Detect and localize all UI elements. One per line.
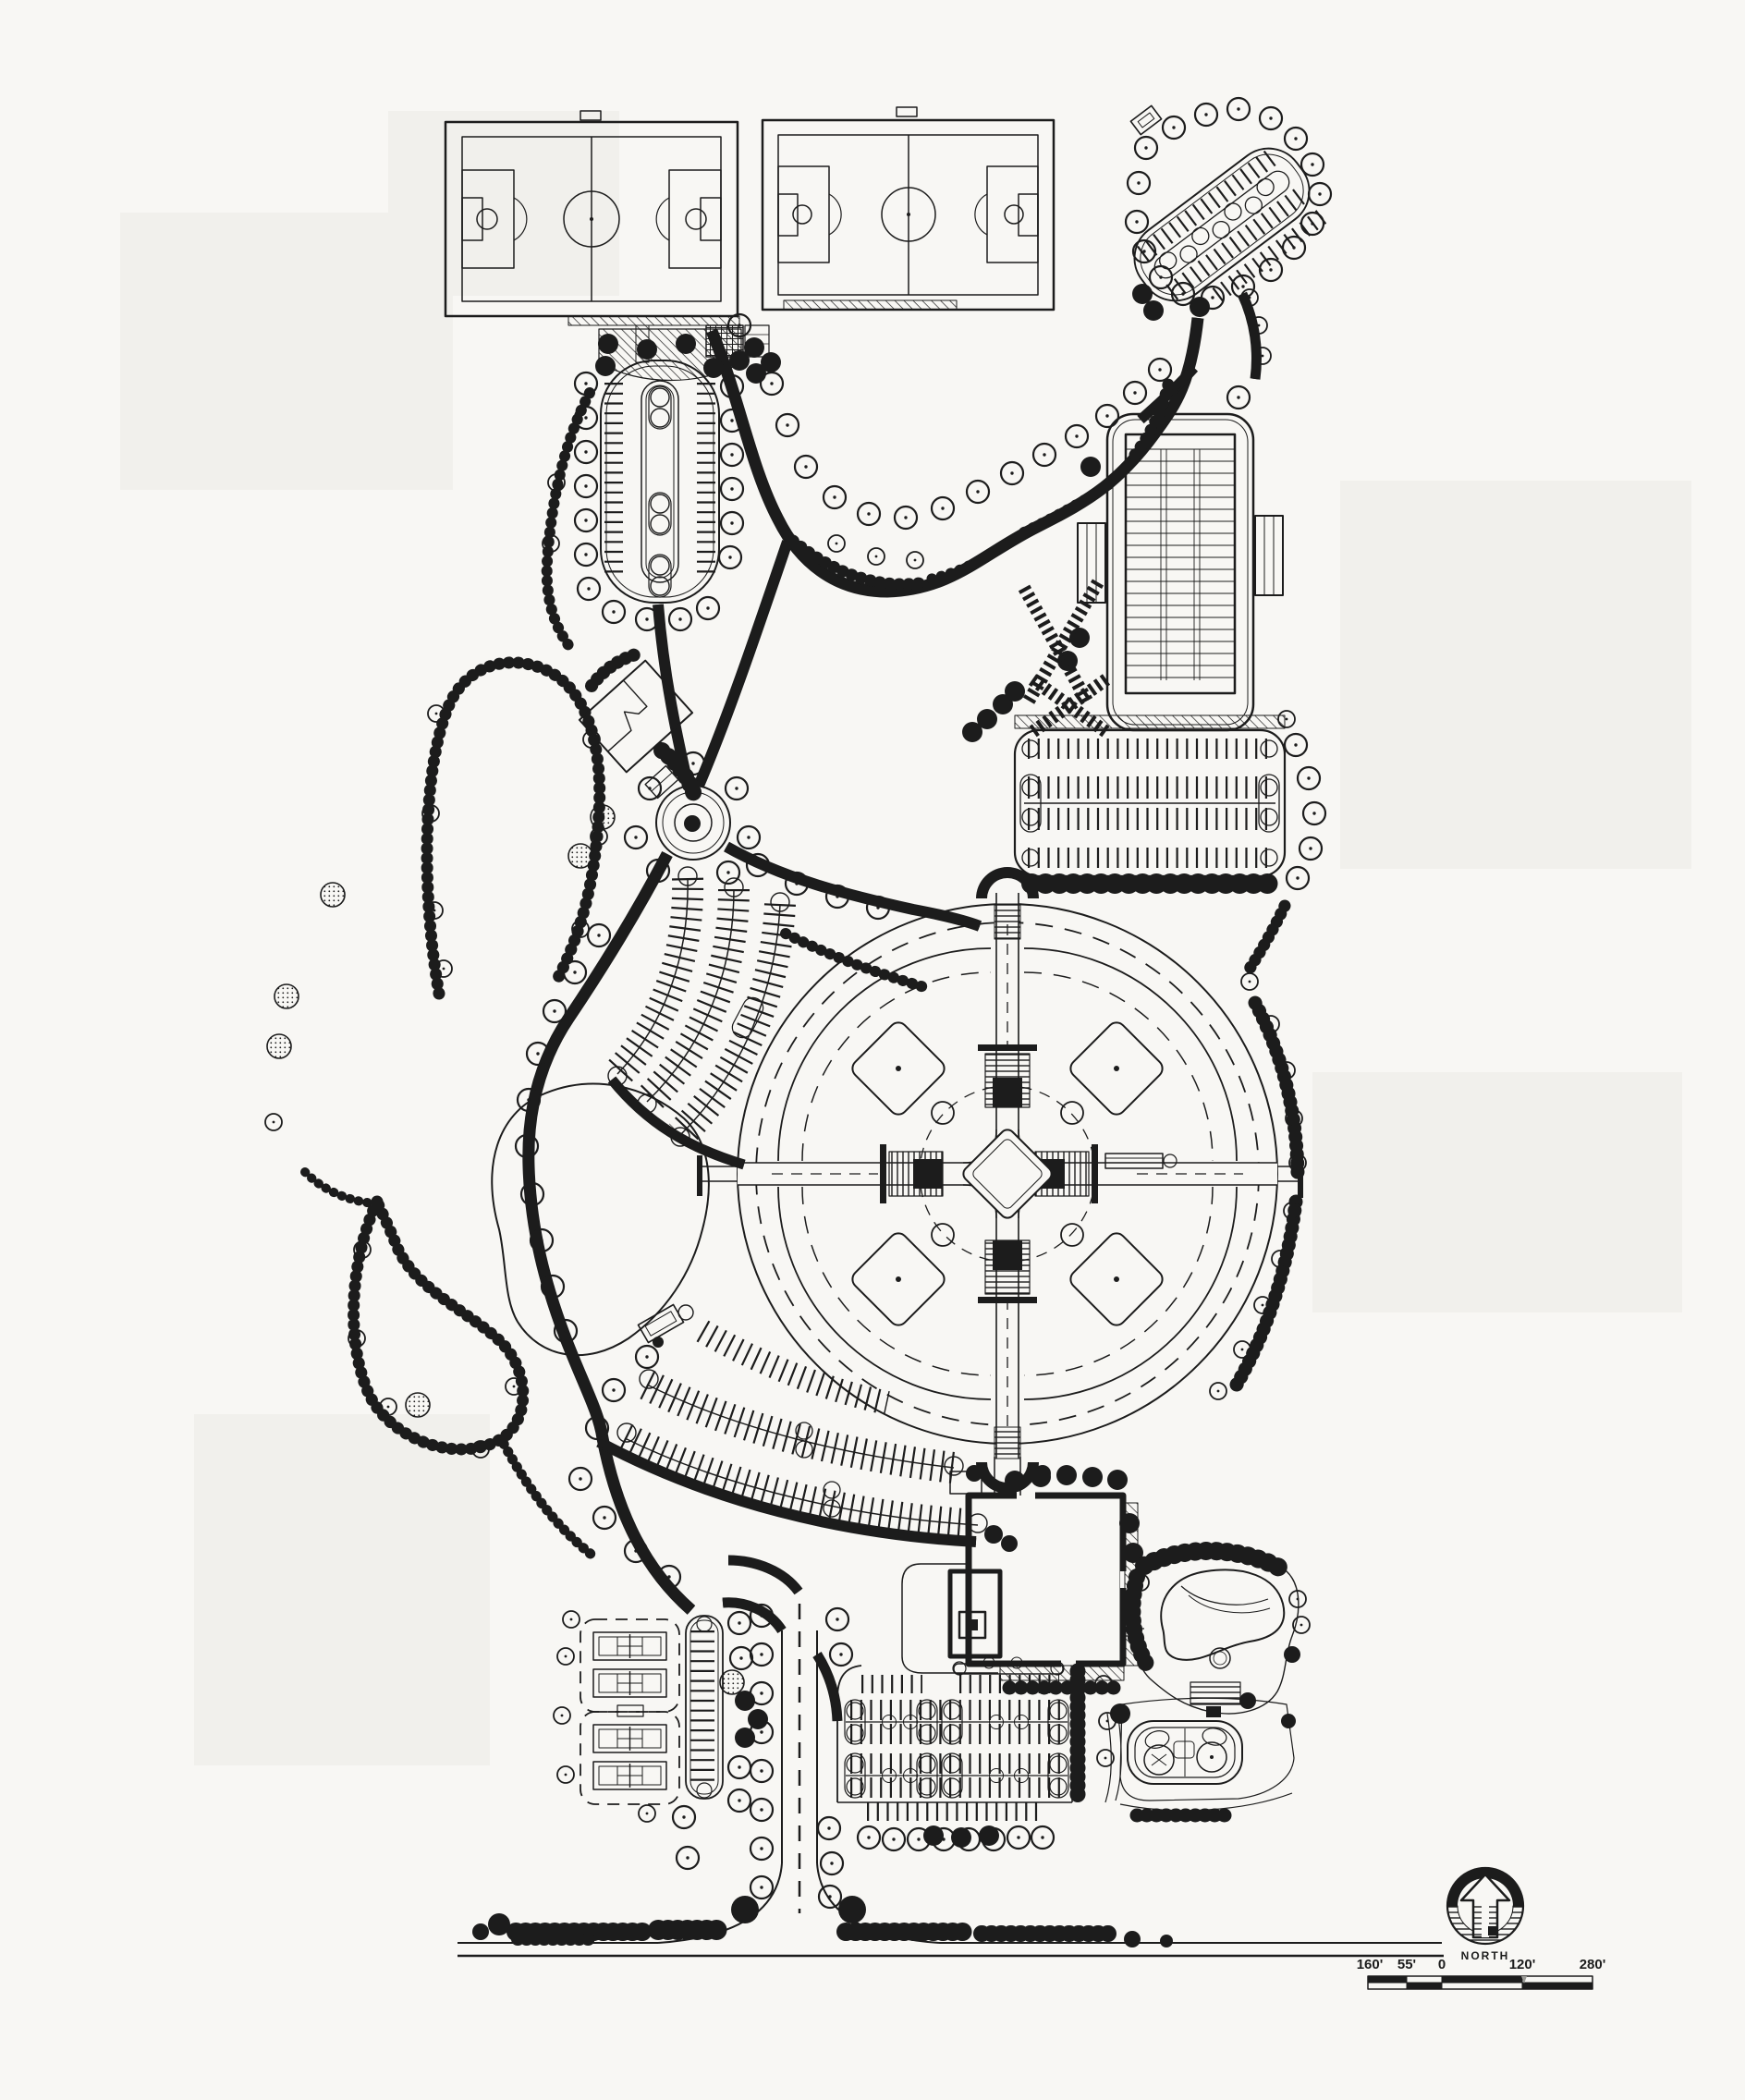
pool-area [1124,1541,1311,1717]
scale-label-2: 0 [1438,1957,1446,1972]
scale-label-0: 160' [1357,1957,1384,1972]
recreation-center [901,1457,1150,1695]
site-boundary-road [458,1913,1444,1958]
swimming-pool [1160,1569,1286,1661]
winding-road-trees [726,312,1175,591]
south-curved-parking [616,1303,1018,1552]
baseball-infield-sw [851,1232,946,1326]
playground [1104,1692,1296,1823]
bleachers-west [1077,522,1106,604]
tennis-court [592,1631,667,1661]
baseball-infield-nw [851,1021,946,1116]
angled-parking-lot [1124,96,1333,322]
tree-loop-north [421,656,608,1000]
south-parking-lot [836,1656,1117,1852]
entrance-boulevard [657,1603,940,1944]
baseball-infield-ne [1069,1021,1164,1116]
scale-label-3: 120' [1509,1957,1536,1972]
tree-loop-south [300,1167,597,1560]
valley-road-trees [514,852,930,1590]
tennis-court [592,1668,667,1698]
soccer-field-2 [761,106,1056,311]
tennis-courts [553,1610,680,1805]
scan-artifacts [120,111,1691,1765]
circle-east-trees [1209,899,1307,1400]
stadium-parking-lot [961,674,1327,894]
fan-parking-rows [605,866,796,1147]
oval-parking-lot [600,360,720,604]
tennis-court [592,1724,667,1753]
north-arrow: NORTH [1446,1866,1525,1962]
north-label: NORTH [1461,1949,1510,1962]
baseball-infield-se [1069,1232,1164,1326]
scale-bar: 160' 55' 0 120' 280' [1357,1957,1606,1990]
baseball-cloverleaf [697,867,1303,1495]
tennis-parking-strip [638,1610,769,1871]
scale-label-4: 280' [1580,1957,1606,1972]
central-plaza [962,1129,1053,1219]
gazebo [1129,104,1163,136]
bleachers-east [1254,515,1284,596]
west-isolated-trees [264,387,595,1131]
maintenance-building [578,648,703,807]
tennis-court [592,1761,667,1790]
scale-label-1: 55' [1397,1957,1416,1972]
